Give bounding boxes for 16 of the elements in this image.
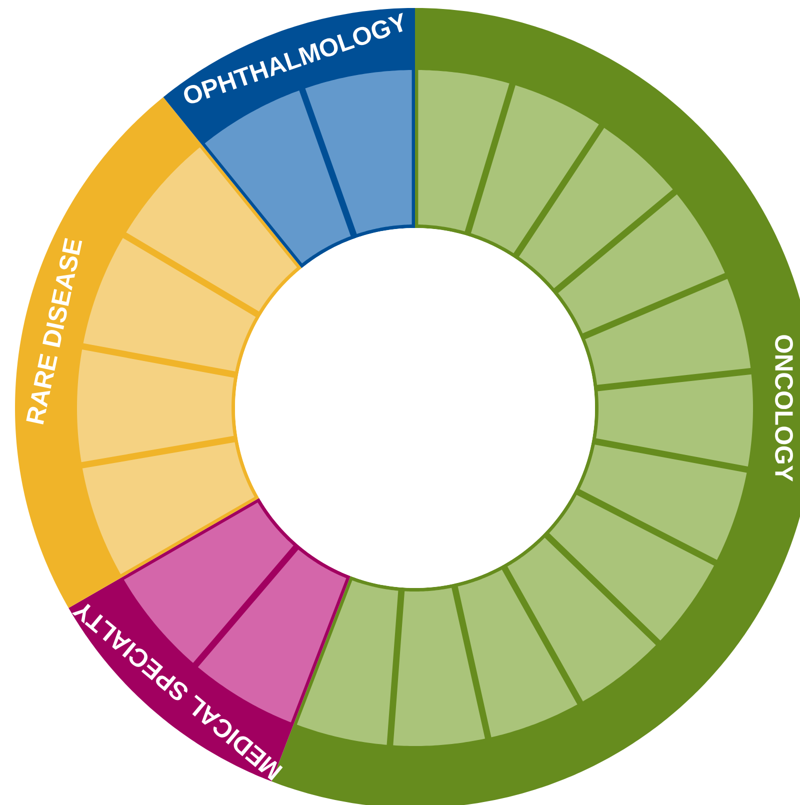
segment bbox=[393, 588, 486, 746]
segment bbox=[77, 350, 234, 462]
segment bbox=[470, 85, 599, 254]
segment bbox=[558, 194, 725, 334]
segment bbox=[296, 580, 398, 745]
segment bbox=[580, 444, 747, 560]
segment bbox=[126, 147, 298, 312]
segment bbox=[507, 538, 656, 702]
segment bbox=[418, 70, 510, 232]
segment bbox=[585, 278, 751, 385]
segment bbox=[518, 128, 673, 288]
segment bbox=[82, 442, 255, 574]
segment bbox=[596, 374, 753, 466]
segment bbox=[458, 570, 578, 738]
segment bbox=[83, 238, 256, 372]
segment bbox=[549, 494, 714, 640]
